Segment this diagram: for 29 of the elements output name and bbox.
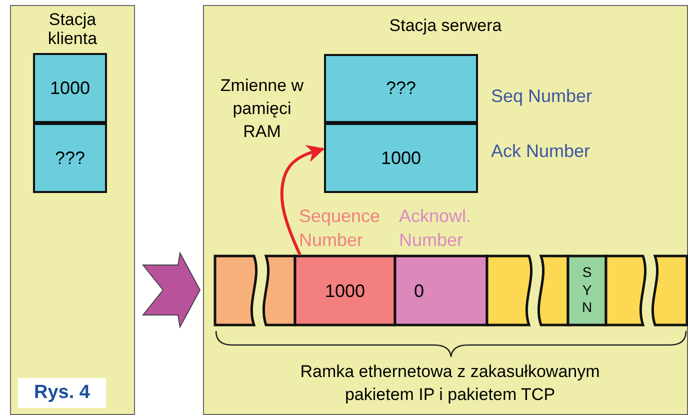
field-value: 1000 — [324, 282, 366, 300]
field-name: Seq Number — [491, 86, 592, 107]
frame-segment — [536, 256, 568, 325]
figure-number: Rys. 4 — [18, 378, 106, 408]
station-panel — [203, 5, 688, 415]
field-name: Ack Number — [491, 141, 590, 162]
frame-segment — [487, 256, 534, 325]
panel-heading: Stacja klienta — [46, 10, 98, 48]
frame-segment — [606, 256, 648, 325]
memory-cell — [33, 53, 107, 123]
cell-value: 1000 — [50, 78, 90, 98]
frame-segment — [261, 256, 295, 325]
cell-value: 1000 — [380, 148, 422, 168]
memory-cell — [33, 123, 107, 193]
curved-arrow — [280, 144, 325, 256]
frame-caption: Ramka ethernetowa z zakasułkowanym pakietem IP i pakietem TCP — [299, 361, 601, 406]
memory-caption: Zmienne w pamięci RAM — [219, 75, 305, 143]
cell-value: ??? — [386, 78, 416, 99]
field-name: Acknowl. Number — [399, 205, 472, 252]
station-panel — [10, 5, 135, 415]
chevron-arrow — [142, 251, 201, 329]
frame-segment — [650, 256, 687, 325]
frame-segment — [215, 256, 259, 325]
cell-value: ??? — [54, 148, 86, 168]
frame-segment — [568, 256, 606, 325]
panel-heading: Stacja serwera — [388, 16, 503, 35]
field-value: 0 — [414, 282, 424, 300]
flag-name: SYN — [580, 264, 594, 317]
field-name: Sequence Number — [299, 205, 382, 252]
